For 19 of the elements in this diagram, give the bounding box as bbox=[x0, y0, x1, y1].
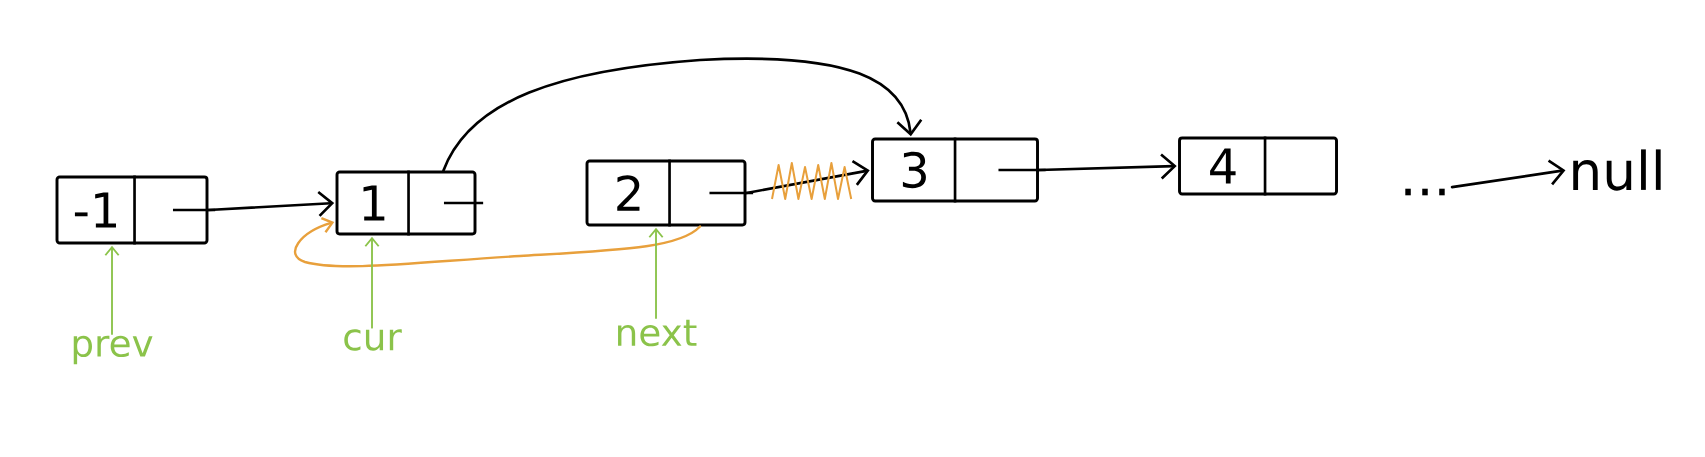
arrow bbox=[207, 190, 335, 217]
curved-arrow bbox=[293, 217, 702, 268]
arrow bbox=[1037, 153, 1177, 180]
pointer-label: next bbox=[618, 319, 697, 347]
list-node-box: 1 bbox=[335, 170, 477, 236]
list-node-box: 3 bbox=[871, 137, 1039, 203]
pointer-arrow bbox=[104, 245, 120, 335]
pointer-label: prev bbox=[73, 335, 153, 365]
null-label: null bbox=[1573, 149, 1661, 191]
pointer-label: cur bbox=[344, 329, 402, 351]
list-node-box: 4 bbox=[1178, 136, 1338, 196]
curved-arrow bbox=[442, 57, 923, 172]
arrow bbox=[745, 160, 870, 195]
ellipsis-text: ... bbox=[1405, 188, 1445, 196]
pointer-arrow bbox=[364, 236, 380, 329]
list-node-box: 2 bbox=[585, 159, 747, 227]
arrow bbox=[1450, 159, 1566, 189]
pointer-arrow bbox=[648, 227, 664, 319]
list-node-box: -1 bbox=[55, 175, 209, 245]
